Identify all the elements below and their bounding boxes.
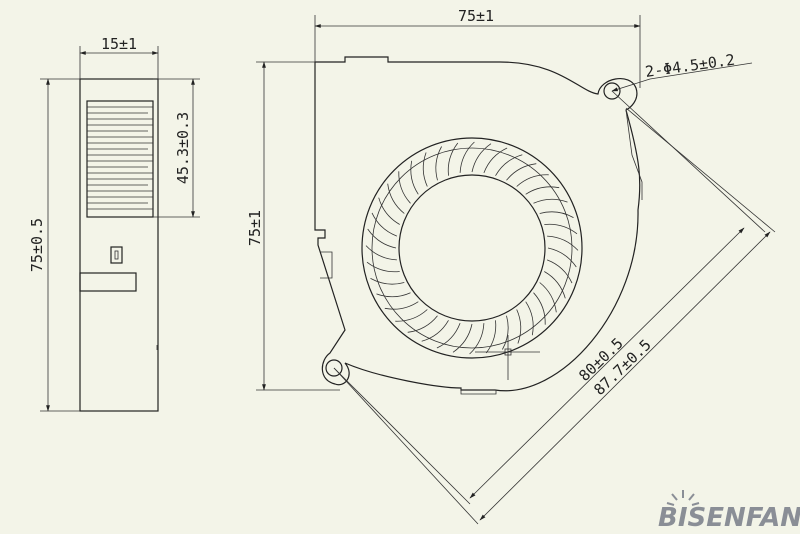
impeller-blade bbox=[547, 235, 579, 251]
side-view: 15±1 75±0.5 45.3±0.3 bbox=[28, 35, 200, 412]
side-connector-notch bbox=[110, 246, 123, 264]
impeller-blade bbox=[471, 143, 492, 173]
impeller-blade bbox=[544, 271, 566, 299]
side-view-outline bbox=[79, 78, 159, 412]
front-width-dimension: 75±1 bbox=[314, 7, 641, 88]
impeller-blade bbox=[410, 160, 419, 195]
impeller-blade bbox=[422, 152, 428, 187]
impeller-blade bbox=[539, 282, 557, 313]
impeller-blade bbox=[544, 223, 578, 235]
impeller-blade bbox=[436, 322, 461, 349]
side-height-label: 75±0.5 bbox=[28, 218, 46, 272]
impeller-blade bbox=[365, 245, 397, 261]
impeller-blade bbox=[398, 171, 411, 204]
impeller-blade bbox=[421, 320, 449, 342]
impeller-blade bbox=[366, 261, 400, 273]
impeller-blade bbox=[539, 211, 574, 218]
impeller-blade bbox=[378, 197, 400, 225]
impeller-blade bbox=[435, 146, 442, 181]
front-view: 75±1 75±1 2-Φ4.5±0.2 80±0.5 87.7±0.5 bbox=[246, 7, 776, 525]
impeller-blade bbox=[447, 142, 459, 176]
diagonal-dimensions: 80±0.5 87.7±0.5 bbox=[333, 90, 776, 525]
sun-icon bbox=[666, 490, 700, 506]
impeller-blade bbox=[384, 301, 419, 310]
impeller-blade bbox=[483, 147, 508, 174]
side-vent-grille bbox=[86, 100, 154, 218]
brand-logo: BISENFAN bbox=[658, 490, 800, 533]
impeller-blade bbox=[495, 154, 523, 176]
impeller-blade bbox=[506, 163, 537, 181]
impeller-blade bbox=[407, 315, 438, 333]
impeller-blade bbox=[469, 323, 485, 355]
side-outlet-frame bbox=[79, 272, 137, 292]
impeller-blades bbox=[365, 141, 579, 355]
impeller-blade bbox=[367, 228, 397, 249]
side-height-dimension: 75±0.5 bbox=[28, 78, 80, 412]
hole-callout: 2-Φ4.5±0.2 bbox=[611, 51, 753, 92]
housing-outline bbox=[314, 56, 641, 392]
mount-hole-top bbox=[603, 82, 621, 100]
impeller-blade bbox=[371, 212, 398, 237]
impeller-blade bbox=[525, 186, 560, 195]
impeller-blade bbox=[502, 315, 509, 350]
mount-hole-bottom bbox=[325, 359, 343, 377]
impeller-blade bbox=[370, 278, 405, 285]
side-inner-height-label: 45.3±0.3 bbox=[174, 112, 192, 184]
logo-text: BISENFAN bbox=[658, 503, 800, 533]
side-width-dimension: 15±1 bbox=[79, 35, 159, 79]
impeller-blade bbox=[387, 183, 405, 214]
impeller-blade bbox=[459, 141, 475, 173]
front-width-label: 75±1 bbox=[458, 7, 494, 25]
hole-callout-label: 2-Φ4.5±0.2 bbox=[644, 51, 736, 81]
side-inner-height-dimension: 45.3±0.3 bbox=[153, 78, 200, 218]
impeller-blade bbox=[516, 174, 549, 187]
impeller-blade bbox=[533, 292, 546, 325]
impeller-blade bbox=[395, 309, 428, 322]
impeller-hub bbox=[398, 174, 546, 322]
impeller-blade bbox=[516, 309, 522, 344]
front-height-label: 75±1 bbox=[246, 210, 264, 246]
side-width-label: 15±1 bbox=[101, 35, 137, 53]
impeller-blade bbox=[533, 198, 568, 204]
front-height-dimension: 75±1 bbox=[246, 61, 340, 391]
impeller-blade bbox=[485, 320, 497, 354]
side-vent-slats bbox=[87, 106, 153, 210]
impeller-blade bbox=[546, 259, 573, 284]
impeller-blade bbox=[376, 292, 411, 298]
